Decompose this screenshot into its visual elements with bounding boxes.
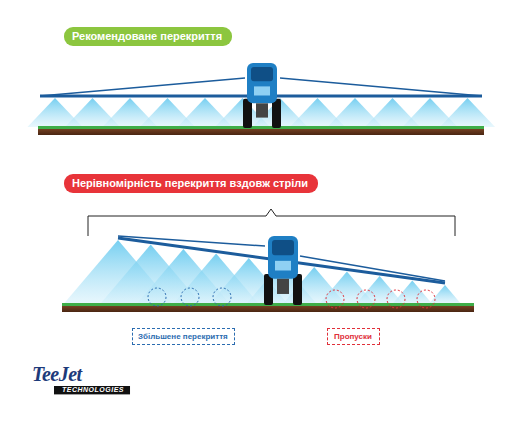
coverage-marks <box>148 288 435 308</box>
bracket <box>88 209 455 236</box>
heading-badge: Нерівномірність перекриття вздовж стріли <box>64 174 318 193</box>
callout-box: Пропуски <box>327 328 380 345</box>
heading-badge: Рекомендоване перекриття <box>64 27 232 46</box>
spray-cone <box>392 281 432 305</box>
callout-box: Збільшене перекриття <box>132 328 235 345</box>
node-text: Нерівномірність перекриття вздовж стріли <box>72 177 310 190</box>
soil <box>38 128 484 135</box>
logo-subtitle: TECHNOLOGIES <box>62 386 124 394</box>
spray-cone <box>429 285 461 304</box>
sprayer-tractor <box>264 236 302 305</box>
grass <box>38 126 484 129</box>
spray-cone <box>440 98 495 127</box>
node-text: Збільшене перекриття <box>138 332 229 341</box>
sprayer-tractor <box>243 63 281 128</box>
logo-wordmark: TeeJet <box>32 362 82 386</box>
node-text: Рекомендоване перекриття <box>72 30 224 43</box>
boom <box>40 78 482 283</box>
spray-cones <box>64 240 462 304</box>
soil <box>62 305 474 312</box>
logo-bar <box>54 386 130 394</box>
node-text: Пропуски <box>334 332 373 341</box>
